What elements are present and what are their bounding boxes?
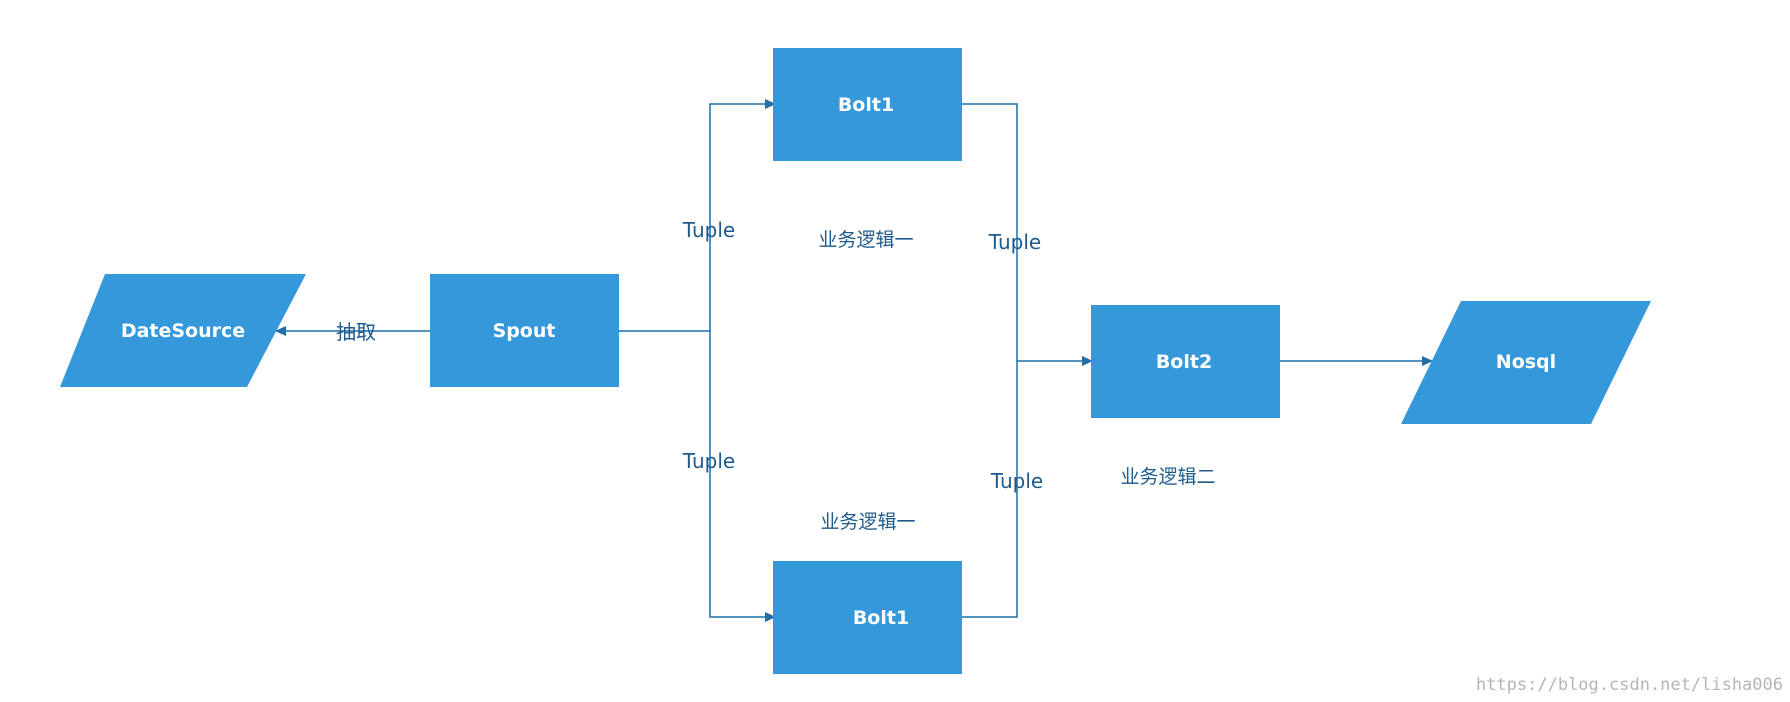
tuple-label-lower-right: Tuple <box>990 469 1043 493</box>
tuple-label-upper-right: Tuple <box>988 230 1041 254</box>
split-to-bolt1-bottom-arrow <box>709 331 776 622</box>
logic-one-caption-top: 业务逻辑一 <box>818 229 913 251</box>
nosql-shape <box>1401 301 1651 424</box>
nosql-node[interactable]: Nosql <box>1401 301 1651 424</box>
logic-two-caption: 业务逻辑二 <box>1120 466 1215 488</box>
bolt1-top-label: Bolt1 <box>838 94 894 116</box>
spout-shape <box>430 274 619 387</box>
tuple-label-upper-left: Tuple <box>682 218 735 242</box>
datasource-label: DateSource <box>121 320 245 342</box>
bolt1-top-node[interactable]: Bolt1 <box>773 48 962 161</box>
watermark-text: https://blog.csdn.net/lisha006 <box>1476 675 1783 695</box>
extract-label: 抽取 <box>336 320 376 344</box>
bolt1-top-to-merge-line <box>962 103 1018 361</box>
bolt1-bottom-to-merge-line <box>962 361 1018 618</box>
datasource-shape <box>60 274 306 387</box>
bolt2-shape <box>1091 305 1280 418</box>
bolt2-node[interactable]: Bolt2 <box>1091 305 1280 418</box>
bolt1-top-shape <box>773 48 962 161</box>
bolt1-bottom-label: Bolt1 <box>853 607 909 629</box>
bolt1-bottom-node[interactable]: Bolt1 <box>773 561 962 674</box>
nosql-label: Nosql <box>1496 351 1556 373</box>
datasource-node[interactable]: DateSource <box>60 274 306 387</box>
tuple-label-lower-left: Tuple <box>682 449 735 473</box>
bolt2-label: Bolt2 <box>1156 351 1212 373</box>
bolt1-bottom-shape <box>773 561 962 674</box>
split-to-bolt1-top-arrow <box>709 99 776 331</box>
spout-label: Spout <box>493 320 556 342</box>
logic-one-caption-bottom: 业务逻辑一 <box>820 511 915 533</box>
spout-node[interactable]: Spout <box>430 274 619 387</box>
